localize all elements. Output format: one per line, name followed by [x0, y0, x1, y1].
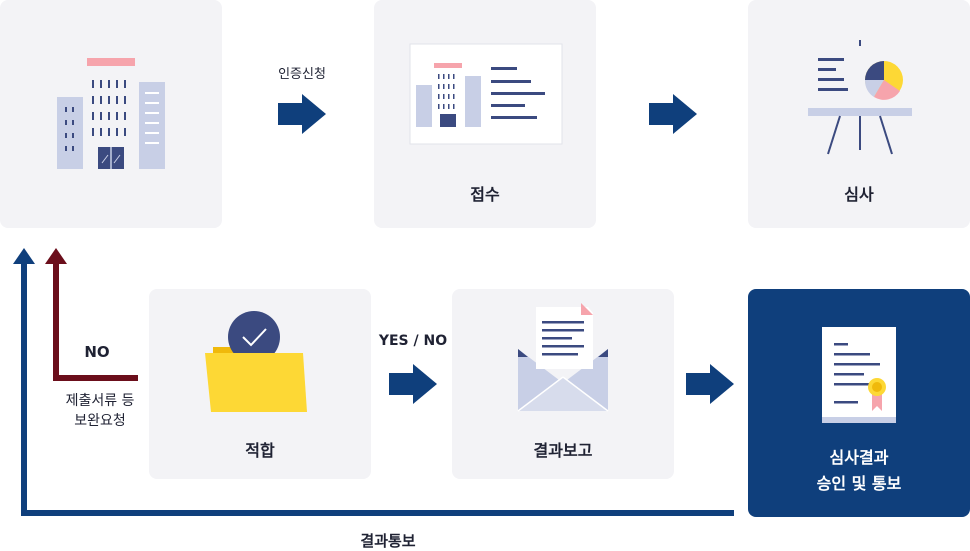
step-receipt-label: 접수 — [470, 185, 500, 204]
report-card: 결과보고 — [452, 289, 674, 479]
approval-card: 심사결과 승인 및 통보 — [748, 289, 970, 517]
review-card: 심사 — [748, 0, 970, 228]
arrow-yes-no — [389, 364, 437, 404]
applicant-card — [0, 0, 222, 228]
arrow-to-approval — [686, 364, 734, 404]
arrow-to-review — [649, 94, 697, 134]
receipt-card: 접수 — [374, 0, 596, 228]
certificate-icon — [822, 327, 896, 423]
approval-line2: 승인 및 통보 — [816, 474, 902, 493]
approval-line1: 심사결과 — [829, 448, 889, 467]
arrow-apply — [278, 94, 326, 134]
no-label: NO — [84, 343, 110, 361]
apply-label: 인증신청 — [278, 67, 326, 82]
building-icon — [57, 58, 165, 169]
presentation-chart-icon — [808, 40, 912, 155]
document-building-icon — [409, 43, 563, 145]
step-review-label: 심사 — [844, 185, 874, 204]
step-report-label: 결과보고 — [533, 441, 593, 460]
notify-label: 결과통보 — [360, 532, 416, 550]
yes-no-label: YES / NO — [378, 333, 448, 349]
supplement-line2: 보완요청 — [74, 413, 126, 429]
supplement-line1: 제출서류 등 — [65, 393, 135, 409]
step-conformity-label: 적합 — [245, 441, 275, 460]
step-approval-label: 심사결과 승인 및 통보 — [748, 445, 970, 497]
conformity-card: 적합 — [149, 289, 371, 479]
